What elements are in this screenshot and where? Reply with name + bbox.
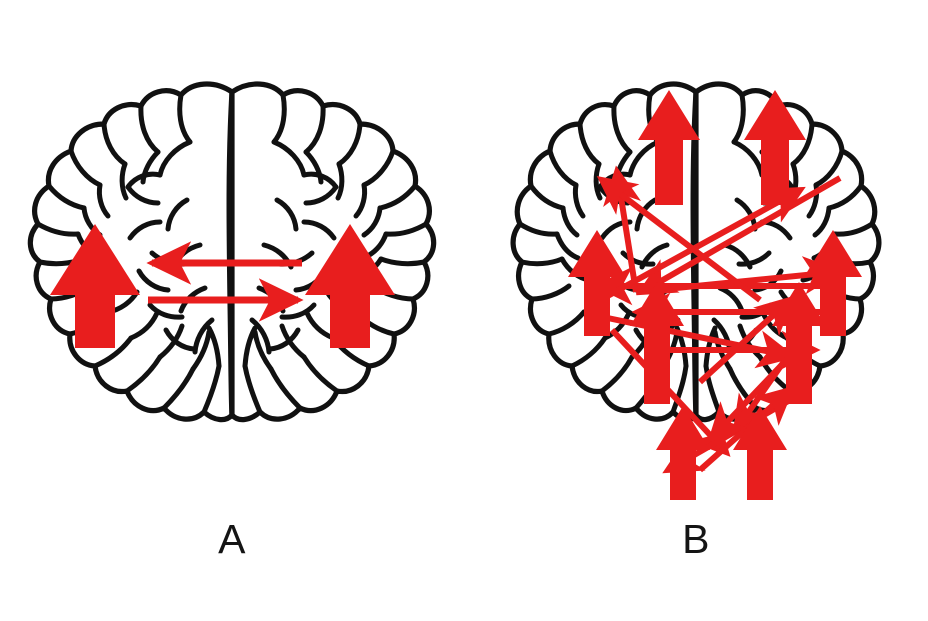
network-arrow bbox=[602, 186, 806, 301]
network-arrow bbox=[596, 176, 762, 303]
bold-up-arrow-right-a bbox=[305, 224, 395, 348]
bold-up-arrow bbox=[733, 406, 787, 500]
bold-up-arrow bbox=[804, 230, 862, 336]
bold-up-arrow bbox=[772, 282, 826, 404]
bold-up-arrow bbox=[656, 406, 710, 500]
brain-midline-a bbox=[226, 89, 235, 418]
bold-up-arrow bbox=[638, 90, 700, 205]
brain-diagram-b bbox=[510, 81, 882, 500]
bold-up-arrow-left-a bbox=[50, 224, 140, 348]
brain-diagram-a bbox=[27, 81, 437, 423]
panel-label-a: A bbox=[218, 516, 246, 562]
brain-sulci-left-a bbox=[35, 92, 222, 415]
network-arrow bbox=[707, 349, 797, 443]
network-arrow bbox=[697, 295, 795, 385]
panel-a: A bbox=[27, 81, 437, 562]
bold-up-arrows-b bbox=[568, 90, 862, 500]
bold-up-arrow bbox=[630, 282, 684, 404]
bold-up-arrow bbox=[744, 90, 806, 205]
brain-left-hemisphere-a bbox=[27, 81, 235, 423]
network-arrow bbox=[636, 175, 842, 296]
bold-up-arrow bbox=[568, 230, 626, 336]
panel-b: B bbox=[464, 0, 928, 621]
bold-up-arrows-a bbox=[50, 224, 395, 348]
interhemispheric-arrows-a bbox=[146, 241, 304, 322]
panel-label-b: B bbox=[682, 516, 710, 562]
